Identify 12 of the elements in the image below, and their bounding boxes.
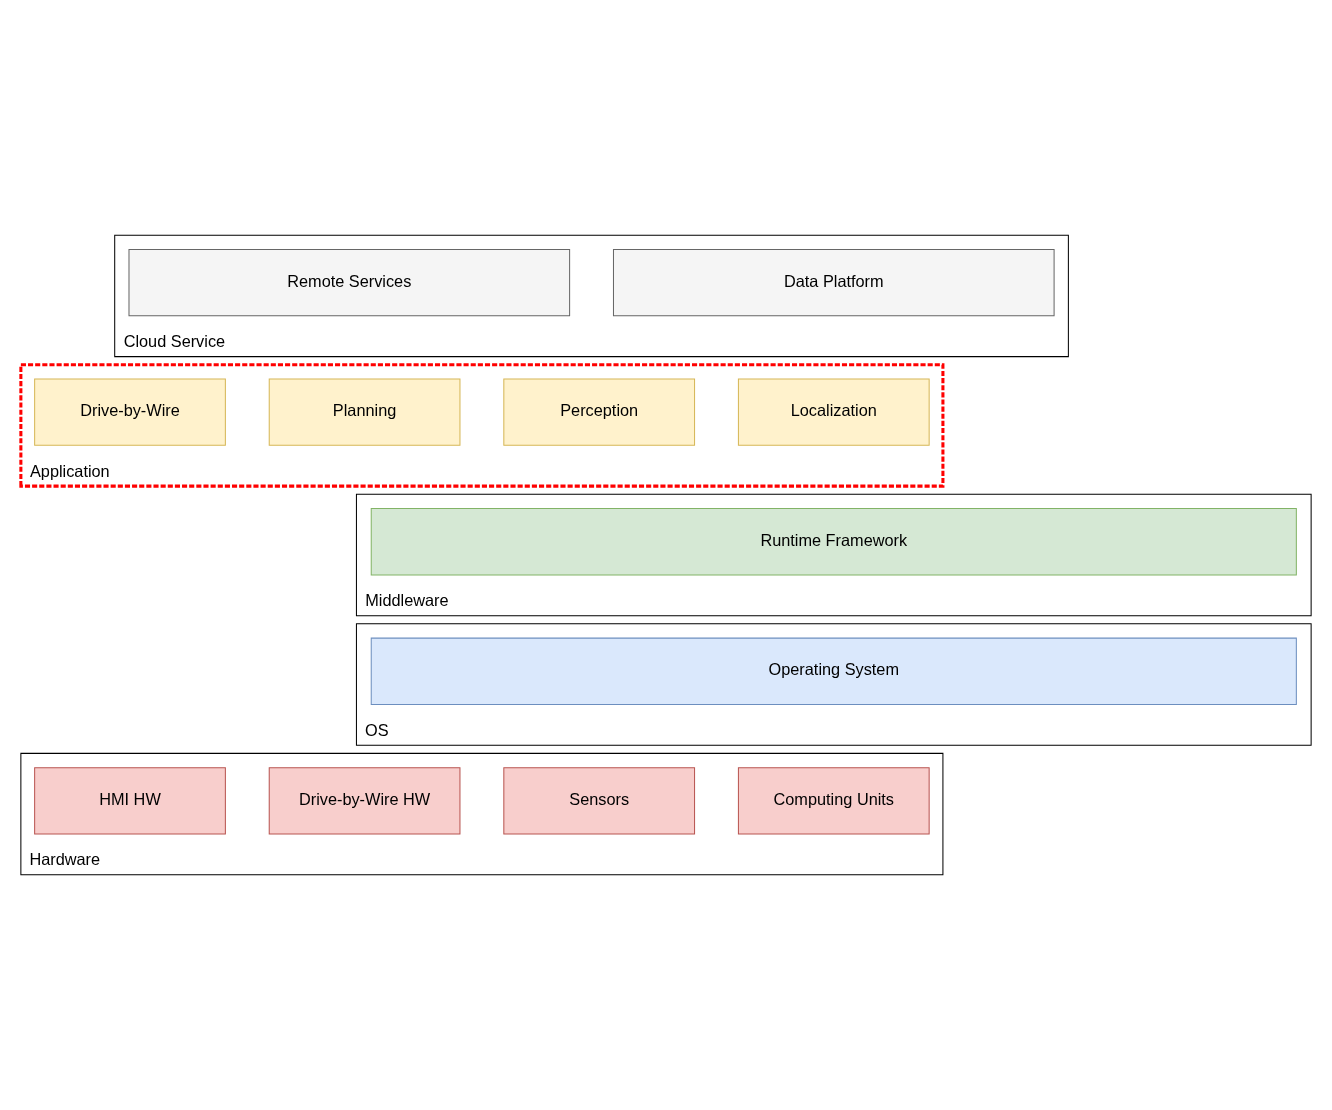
node-box: Planning [268, 378, 461, 446]
node-box: Runtime Framework [370, 508, 1297, 576]
node-box: Sensors [503, 767, 696, 835]
node-box: Remote Services [128, 249, 571, 317]
node-box: Drive-by-Wire [34, 378, 226, 446]
node-box: Computing Units [737, 767, 930, 835]
node-box: Perception [503, 378, 696, 446]
node-box: Data Platform [612, 249, 1055, 317]
node-box: Drive-by-Wire HW [268, 767, 461, 835]
node-box: HMI HW [34, 767, 226, 835]
node-box: Localization [737, 378, 930, 446]
node-box: Operating System [370, 637, 1297, 705]
